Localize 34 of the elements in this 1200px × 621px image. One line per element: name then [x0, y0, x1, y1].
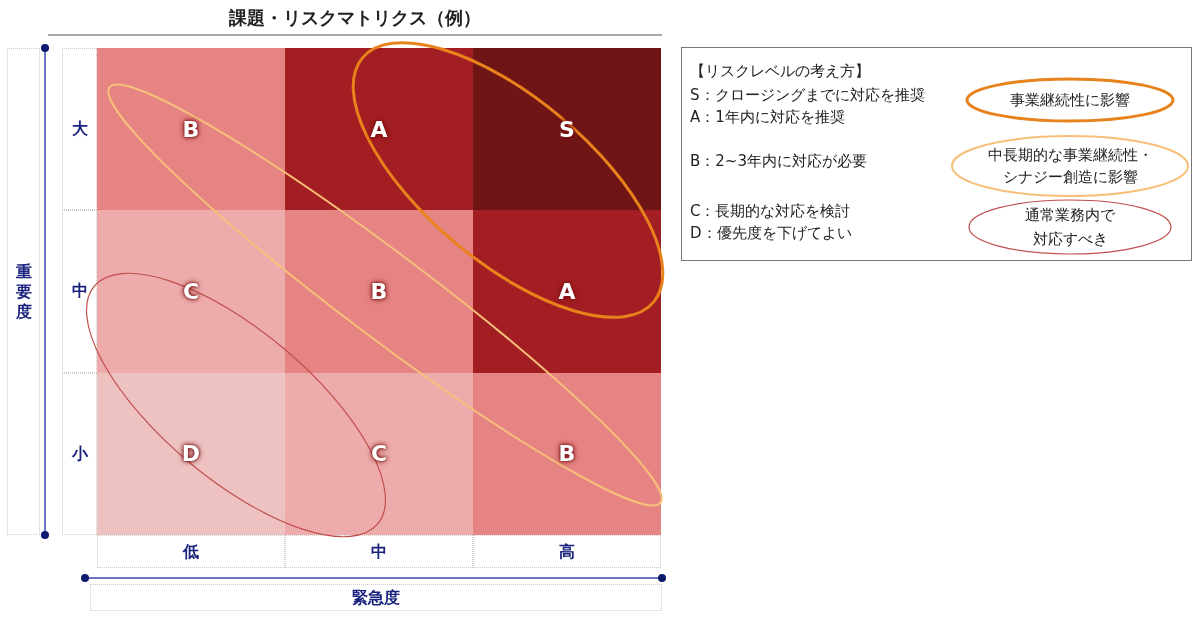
legend-label: 通常業務内で対応すべき [1024, 205, 1116, 250]
row-label: 中 [71, 281, 88, 302]
risk-level-letter: C [370, 441, 388, 467]
chart-title: 課題・リスクマトリクス（例） [228, 6, 482, 30]
risk-level-letter: A [370, 116, 388, 142]
legend-panel [681, 47, 1192, 261]
legend-text: D：優先度を下げてよい [690, 224, 852, 243]
column-label: 低 [183, 541, 199, 562]
matrix-cell [97, 372, 285, 535]
legend-text: A：1年内に対応を推奨 [690, 108, 845, 127]
legend-text: B：2~3年内に対応が必要 [690, 152, 867, 171]
axis-title: 緊急度 [352, 587, 400, 608]
risk-level-letter: B [558, 441, 576, 467]
matrix-cell [285, 48, 473, 211]
axis-title: 重要度 [15, 261, 32, 322]
column-label: 中 [371, 541, 387, 562]
matrix-cell [97, 48, 285, 211]
risk-level-letter: S [559, 116, 575, 142]
risk-level-letter: B [182, 116, 200, 142]
row-label: 大 [71, 119, 88, 140]
legend-text: S：クロージングまでに対応を推奨 [690, 86, 925, 105]
legend-heading: 【リスクレベルの考え方】 [690, 62, 870, 81]
matrix-cell [285, 372, 473, 535]
matrix-cell [97, 210, 285, 373]
legend-label: 事業継続性に影響 [1009, 90, 1131, 111]
legend-text: C：長期的な対応を検討 [690, 202, 851, 221]
risk-level-letter: B [370, 278, 388, 304]
matrix-cell [473, 210, 661, 373]
matrix-cell [473, 48, 661, 211]
risk-level-letter: D [181, 441, 201, 467]
matrix-cell [473, 372, 661, 535]
matrix-cell [285, 210, 473, 373]
legend-label: 中長期的な事業継続性・シナジー創造に影響 [986, 145, 1154, 188]
risk-level-letter: A [558, 278, 576, 304]
